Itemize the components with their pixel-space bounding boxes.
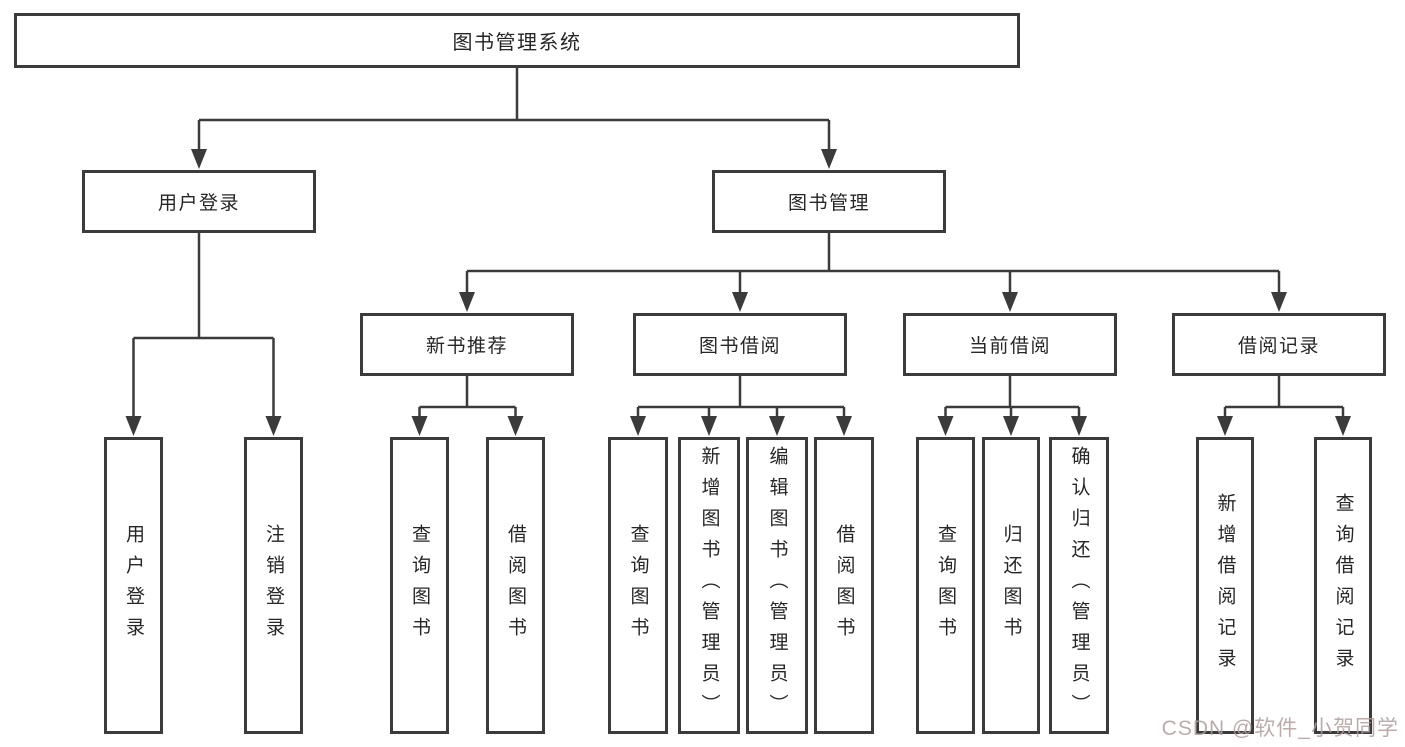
connector-path — [132, 68, 1345, 421]
leaf-confirm-return-admin-label: 确认归还（管理员） — [1068, 446, 1090, 725]
leaf-query-book-current: 查询图书 — [916, 437, 975, 734]
node-book-management: 图书管理 — [712, 170, 946, 233]
node-current-borrow: 当前借阅 — [903, 313, 1117, 376]
node-borrow-records: 借阅记录 — [1172, 313, 1386, 376]
node-book-borrow: 图书借阅 — [633, 313, 847, 376]
leaf-confirm-return-admin: 确认归还（管理员） — [1049, 437, 1109, 734]
leaf-query-book-borrow: 查询图书 — [608, 437, 668, 734]
leaf-borrow-book: 借阅图书 — [814, 437, 874, 734]
arrowheads — [125, 149, 1351, 436]
leaf-query-book-recommend: 查询图书 — [390, 437, 449, 734]
leaf-return-book: 归还图书 — [982, 437, 1040, 734]
leaf-add-book-admin: 新增图书（管理员） — [678, 437, 740, 734]
leaf-logout-label: 注销登录 — [263, 523, 284, 648]
node-user-login: 用户登录 — [82, 170, 316, 233]
leaf-query-book-current-label: 查询图书 — [935, 523, 956, 648]
leaf-query-book-recommend-label: 查询图书 — [409, 523, 430, 648]
leaf-add-book-admin-label: 新增图书（管理员） — [698, 446, 720, 725]
node-new-book-recommend: 新书推荐 — [360, 313, 574, 376]
leaf-query-book-borrow-label: 查询图书 — [627, 523, 649, 648]
leaf-query-borrow-record-label: 查询借阅记录 — [1332, 492, 1354, 679]
leaf-return-book-label: 归还图书 — [1000, 523, 1022, 648]
leaf-query-borrow-record: 查询借阅记录 — [1314, 437, 1372, 734]
leaf-edit-book-admin-label: 编辑图书（管理员） — [766, 446, 788, 725]
leaf-borrow-book-recommend: 借阅图书 — [486, 437, 545, 734]
leaf-user-login: 用户登录 — [104, 437, 163, 734]
leaf-logout: 注销登录 — [244, 437, 303, 734]
leaf-borrow-book-label: 借阅图书 — [833, 523, 855, 648]
node-root: 图书管理系统 — [14, 13, 1020, 68]
leaf-user-login-label: 用户登录 — [123, 523, 144, 648]
leaf-borrow-book-recommend-label: 借阅图书 — [505, 523, 526, 648]
leaf-add-borrow-record-label: 新增借阅记录 — [1214, 492, 1236, 679]
leaf-edit-book-admin: 编辑图书（管理员） — [746, 437, 808, 734]
leaf-add-borrow-record: 新增借阅记录 — [1196, 437, 1254, 734]
